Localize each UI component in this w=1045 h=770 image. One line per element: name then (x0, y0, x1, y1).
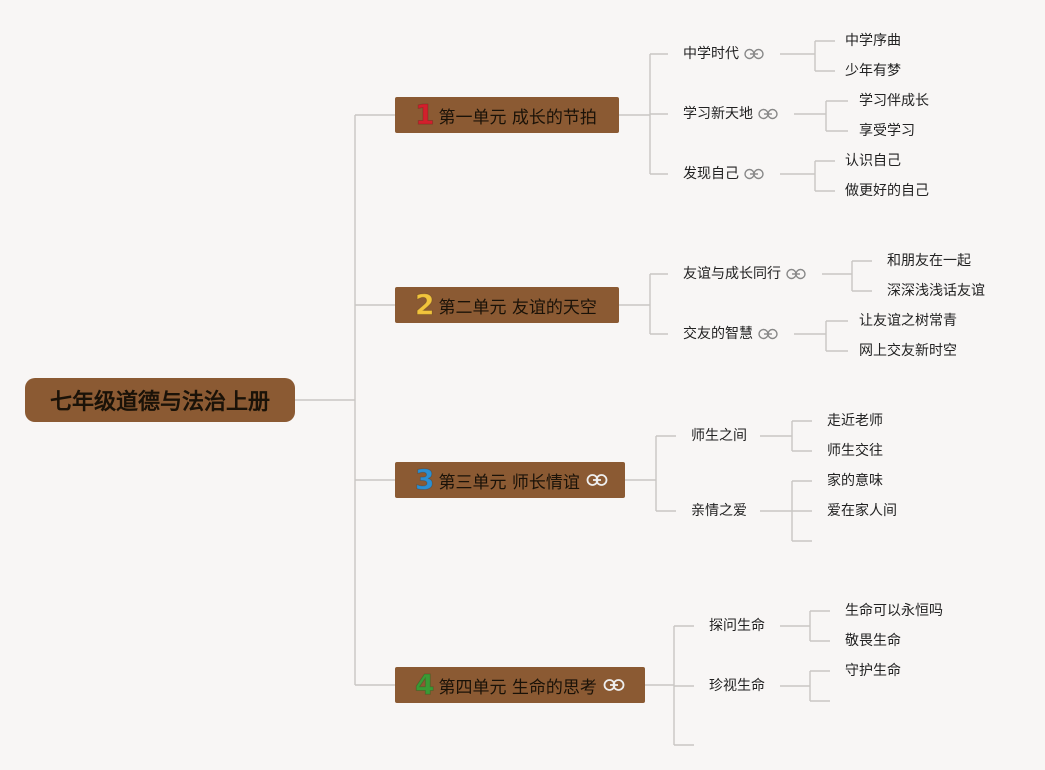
topic-node[interactable]: 少年有梦 (845, 63, 901, 79)
topic-node[interactable]: 守护生命 (845, 663, 901, 679)
lesson-label: 发现自己 (683, 166, 739, 182)
topic-node[interactable]: 和朋友在一起 (887, 253, 971, 269)
lesson-node-2-1[interactable]: 友谊与成长同行 (683, 264, 806, 284)
unit-node-1[interactable]: 1 第一单元 成长的节拍 (395, 97, 619, 133)
unit-number-2: 2 (414, 288, 435, 321)
lesson-label: 中学时代 (683, 46, 739, 62)
topic-node[interactable]: 生命可以永恒吗 (845, 603, 943, 619)
topic-node[interactable]: 学习伴成长 (859, 93, 929, 109)
link-icon[interactable] (786, 268, 806, 280)
lesson-label: 交友的智慧 (683, 326, 753, 342)
topic-node[interactable]: 享受学习 (859, 123, 915, 139)
root-node[interactable]: 七年级道德与法治上册 (25, 378, 295, 422)
topic-node[interactable]: 敬畏生命 (845, 633, 901, 649)
lesson-node-1-1[interactable]: 中学时代 (683, 44, 764, 64)
topic-node[interactable]: 认识自己 (845, 153, 901, 169)
unit-number-3: 3 (414, 463, 435, 496)
lesson-node-1-3[interactable]: 发现自己 (683, 164, 764, 184)
topic-node[interactable]: 师生交往 (827, 443, 883, 459)
lesson-node-3-2[interactable]: 亲情之爱 (691, 503, 747, 519)
link-icon[interactable] (744, 168, 764, 180)
unit-number-1: 1 (414, 98, 435, 131)
unit-label-3: 第三单元 师长情谊 (438, 472, 580, 493)
lesson-node-4-1[interactable]: 探问生命 (709, 618, 765, 634)
unit-label-1: 第一单元 成长的节拍 (438, 107, 597, 128)
unit-label-4: 第四单元 生命的思考 (438, 677, 597, 698)
topic-node[interactable]: 家的意味 (827, 473, 883, 489)
link-icon[interactable] (744, 48, 764, 60)
link-icon[interactable] (603, 678, 625, 692)
lesson-node-1-2[interactable]: 学习新天地 (683, 104, 778, 124)
lesson-node-3-1[interactable]: 师生之间 (691, 428, 747, 444)
topic-node[interactable]: 网上交友新时空 (859, 343, 957, 359)
topic-node[interactable]: 中学序曲 (845, 33, 901, 49)
lesson-label: 友谊与成长同行 (683, 266, 781, 282)
link-icon[interactable] (758, 108, 778, 120)
topic-node[interactable]: 深深浅浅话友谊 (887, 283, 985, 299)
unit-node-3[interactable]: 3 第三单元 师长情谊 (395, 462, 625, 498)
link-icon[interactable] (758, 328, 778, 340)
lesson-node-2-2[interactable]: 交友的智慧 (683, 324, 778, 344)
unit-node-4[interactable]: 4 第四单元 生命的思考 (395, 667, 645, 703)
topic-node[interactable]: 走近老师 (827, 413, 883, 429)
unit-number-4: 4 (414, 668, 435, 701)
root-label: 七年级道德与法治上册 (49, 390, 270, 415)
unit-label-2: 第二单元 友谊的天空 (438, 297, 597, 318)
topic-node[interactable]: 让友谊之树常青 (859, 313, 957, 329)
unit-node-2[interactable]: 2 第二单元 友谊的天空 (395, 287, 619, 323)
topic-node[interactable]: 做更好的自己 (845, 183, 929, 199)
lesson-label: 学习新天地 (683, 106, 753, 122)
lesson-node-4-2[interactable]: 珍视生命 (709, 678, 765, 694)
topic-node[interactable]: 爱在家人间 (827, 503, 897, 519)
link-icon[interactable] (586, 473, 608, 487)
